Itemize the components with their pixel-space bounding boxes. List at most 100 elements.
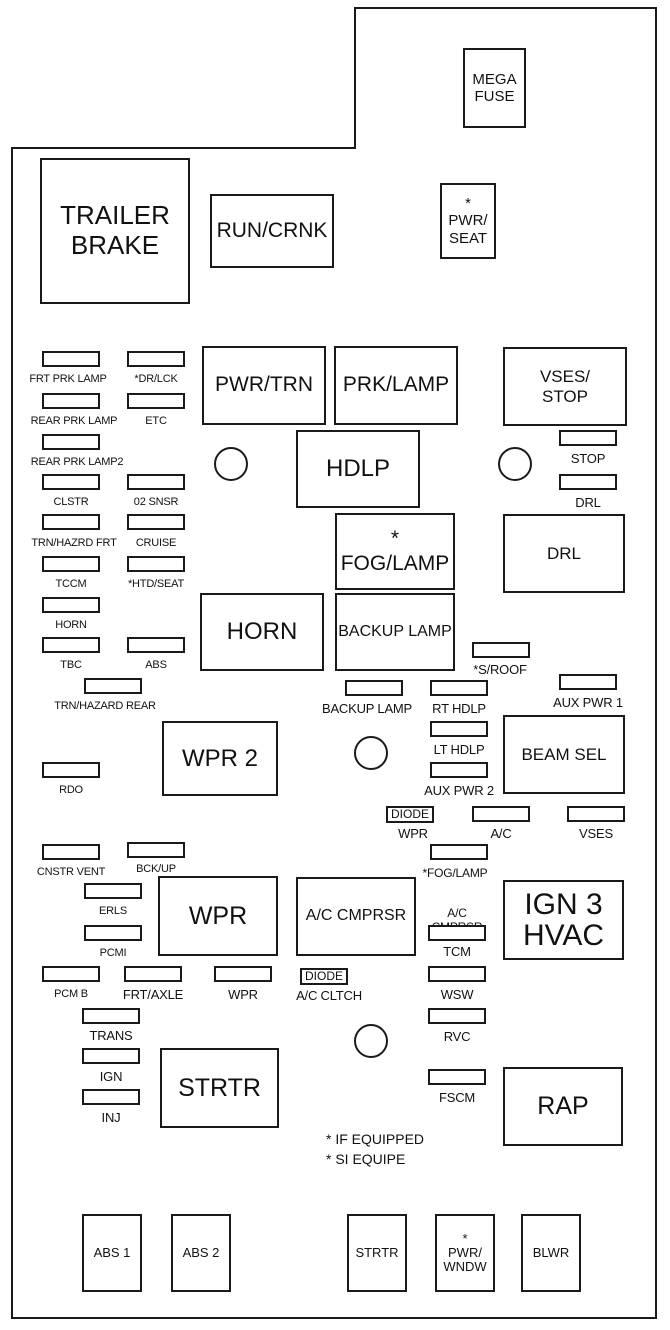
fuse-label: REAR PRK LAMP2 xyxy=(30,456,124,468)
relay-rap: RAP xyxy=(503,1067,623,1146)
relay-horn: HORN xyxy=(200,593,324,671)
fuse-backup-lamp xyxy=(345,680,403,696)
relay-ign3-hvac: IGN 3 HVAC xyxy=(503,880,624,960)
relay-run-crnk: RUN/CRNK xyxy=(210,194,334,268)
relay-strtr: STRTR xyxy=(160,1048,279,1128)
fuse-label: TCM xyxy=(443,944,471,959)
fuse-cruise xyxy=(127,514,185,530)
fuse-label: RT HDLP xyxy=(432,701,486,716)
fuse-dr-lck xyxy=(127,351,185,367)
fuse-horn xyxy=(42,597,100,613)
fuse-label: IGN xyxy=(99,1069,123,1084)
mounting-hole xyxy=(354,1024,388,1058)
fuse-label: FSCM xyxy=(438,1090,476,1105)
fuse-label: AUX PWR 2 xyxy=(424,783,494,798)
fuse-trans xyxy=(82,1008,140,1024)
fuse-label: CRUISE xyxy=(135,537,177,549)
fuse-label: HORN xyxy=(55,619,87,631)
fuse-bck-up xyxy=(127,842,185,858)
fuse-trn-hazrd-frt xyxy=(42,514,100,530)
fuse-label: A/C CLTCH xyxy=(296,988,362,1003)
fuse-label: FRT/AXLE xyxy=(122,987,184,1002)
relay-pwr-trn: PWR/TRN xyxy=(202,346,326,425)
fuse-label: *S/ROOF xyxy=(473,662,527,677)
fuse-label: TRN/HAZARD REAR xyxy=(54,700,156,712)
fuse-label: TRANS xyxy=(89,1028,133,1043)
fuse-trn-hazard-rear xyxy=(84,678,142,694)
fuse-label: TCCM xyxy=(55,578,87,590)
note-si-equipe: * SI EQUIPE xyxy=(326,1151,406,1167)
mounting-hole xyxy=(498,447,532,481)
fuse-strtr: STRTR xyxy=(347,1214,407,1292)
fuse-label: PCM B xyxy=(54,988,88,1000)
fuse-label: VSES xyxy=(579,826,613,841)
relay-wpr2: WPR 2 xyxy=(162,721,278,796)
fuse-label: AUX PWR 1 xyxy=(553,695,623,710)
fuse-label: WPR xyxy=(228,987,258,1002)
fuse-label: LT HDLP xyxy=(433,742,485,757)
fuse-label: *FOG/LAMP xyxy=(422,866,488,880)
fuse-label: *DR/LCK xyxy=(134,373,178,385)
relay-drl: DRL xyxy=(503,514,625,593)
fuse-abs2: ABS 2 xyxy=(171,1214,231,1292)
fuse-label: FRT PRK LAMP xyxy=(29,373,107,385)
fuse-rdo xyxy=(42,762,100,778)
fuse-ign xyxy=(82,1048,140,1064)
fuse-blwr: BLWR xyxy=(521,1214,581,1292)
fuse-frt-prk-lamp xyxy=(42,351,100,367)
relay-prk-lamp: PRK/LAMP xyxy=(334,346,458,425)
fuse-ac xyxy=(472,806,530,822)
fuse-label: BACKUP LAMP xyxy=(321,701,413,716)
fuse-label: WPR xyxy=(398,826,428,841)
fuse-label: TRN/HAZRD FRT xyxy=(31,537,117,549)
relay-trailer-brake: TRAILER BRAKE xyxy=(40,158,190,304)
fuse-label: TBC xyxy=(60,659,82,671)
fuse-aux-pwr-1 xyxy=(559,674,617,690)
relay-backup-lamp: BACKUP LAMP xyxy=(335,593,455,671)
fuse-erls xyxy=(84,883,142,899)
fuse-aux-pwr-2 xyxy=(430,762,488,778)
fuse-label: ETC xyxy=(145,415,167,427)
fuse-label: CNSTR VENT xyxy=(36,866,106,878)
fuse-pwr-wndw: * PWR/ WNDW xyxy=(435,1214,495,1292)
diode-wpr: DIODE xyxy=(386,806,435,823)
fuse-pcm-b xyxy=(42,966,100,982)
fuse-rear-prk-lamp xyxy=(42,393,100,409)
relay-ac-cmprsr: A/C CMPRSR xyxy=(296,877,416,956)
mounting-hole xyxy=(214,447,248,481)
fuse-label: BCK/UP xyxy=(136,863,176,875)
relay-wpr: WPR xyxy=(158,876,278,956)
relay-fog-lamp: * FOG/LAMP xyxy=(335,513,455,590)
fuse-label: RVC xyxy=(443,1029,471,1044)
fuse-tcm xyxy=(428,925,486,941)
fuse-abs xyxy=(127,637,185,653)
fuse-tccm xyxy=(42,556,100,572)
fuse-label: DRL xyxy=(575,495,601,510)
fuse-label: A/C xyxy=(490,826,512,841)
fuse-clstr xyxy=(42,474,100,490)
fuse-etc xyxy=(127,393,185,409)
relay-mega-fuse: MEGA FUSE xyxy=(463,48,526,128)
diode-ac-cltch: DIODE xyxy=(300,968,349,985)
fuse-stop xyxy=(559,430,617,446)
fuse-lt-hdlp xyxy=(430,721,488,737)
relay-hdlp: HDLP xyxy=(296,430,420,508)
fuse-wsw xyxy=(428,966,486,982)
relay-beam-sel: BEAM SEL xyxy=(503,715,625,794)
fuse-frt-axle xyxy=(124,966,182,982)
fuse-label: WSW xyxy=(440,987,474,1002)
fuse-rear-prk-lamp2 xyxy=(42,434,100,450)
fuse-abs1: ABS 1 xyxy=(82,1214,142,1292)
fuse-rvc xyxy=(428,1008,486,1024)
fuse-label: ABS xyxy=(145,659,167,671)
fuse-tbc xyxy=(42,637,100,653)
fuse-fscm xyxy=(428,1069,486,1085)
fuse-s-roof xyxy=(472,642,530,658)
fuse-htd-seat xyxy=(127,556,185,572)
fuse-label: ERLS xyxy=(99,905,127,917)
fuse-label: CLSTR xyxy=(53,496,89,508)
relay-vses-stop: VSES/ STOP xyxy=(503,347,627,426)
fuse-fog-lamp xyxy=(430,844,488,860)
fuse-rt-hdlp xyxy=(430,680,488,696)
